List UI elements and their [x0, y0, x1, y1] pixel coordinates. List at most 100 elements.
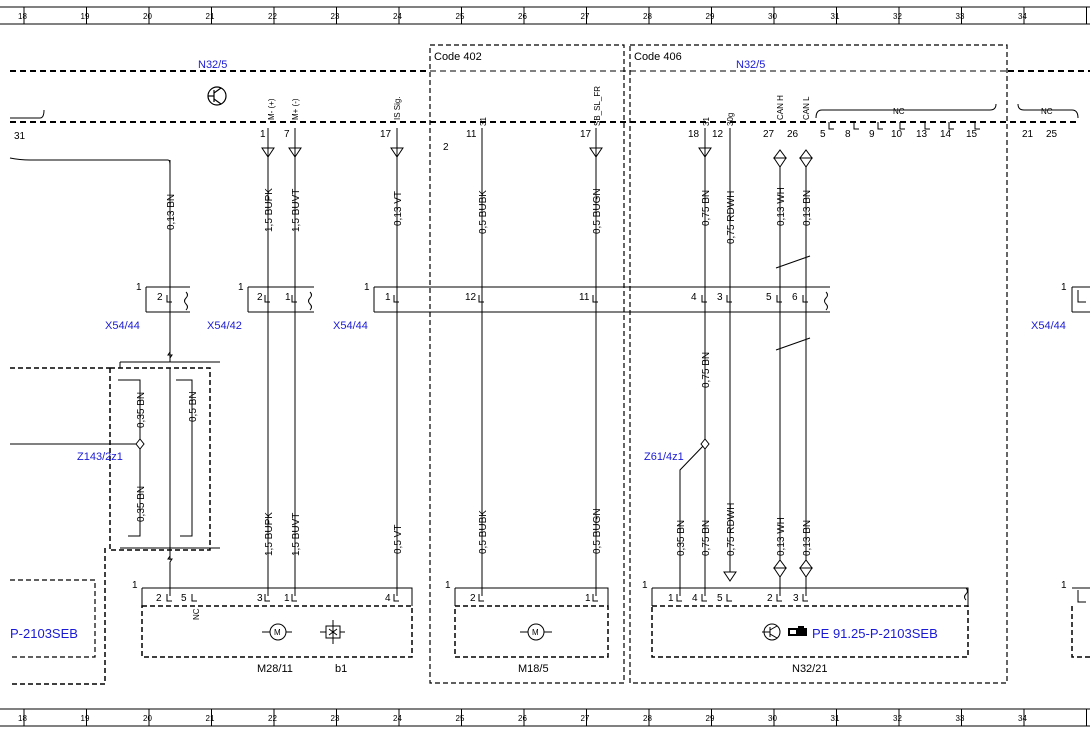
right-num: 1 — [1061, 580, 1067, 591]
svg-text:0,75 RDWH: 0,75 RDWH — [726, 191, 737, 244]
svg-text:0,5 BN: 0,5 BN — [188, 391, 199, 422]
z61-splice-icon — [700, 438, 710, 450]
grid-column-label: 31 — [831, 714, 840, 723]
svg-text:7: 7 — [284, 129, 290, 140]
top-signal-labels: M- (+) M+ (-) IS Sig. 31 SB_SL_FR 31 30g… — [267, 86, 811, 126]
n32-5-label-left: N32/5 — [198, 59, 227, 71]
left-ref-label[interactable]: P-2103SEB — [10, 626, 78, 641]
pin-mark — [853, 122, 859, 130]
grid-column-label: 28 — [643, 12, 652, 21]
svg-text:0,13 BN: 0,13 BN — [802, 190, 813, 226]
pin-mark — [924, 122, 930, 130]
c3-pin: 12 — [465, 292, 477, 303]
right-row-pin: 21 — [1022, 129, 1034, 140]
m28-pin: 1 — [284, 593, 290, 604]
grid-column-label: 30 — [768, 714, 777, 723]
svg-text:2: 2 — [443, 142, 449, 153]
top-grid-ruler — [0, 6, 1090, 25]
top-pin-numbers: 1 7 17 2 11 17 18 12 27 26 — [260, 129, 799, 153]
n32-pin: 5 — [717, 593, 723, 604]
grid-column-label: 26 — [518, 714, 527, 723]
svg-text:1,5 BUPK: 1,5 BUPK — [264, 188, 275, 232]
bottom-component-frames — [10, 579, 1090, 658]
m28-pin: 3 — [257, 593, 263, 604]
svg-text:M- (+): M- (+) — [267, 98, 276, 120]
svg-text:1: 1 — [260, 129, 266, 140]
wire-labels-lower: 0,35 BN 1,5 BUPK 1,5 BUVT 0,5 VT 0,5 BUB… — [136, 486, 813, 556]
nc-row-pin: 14 — [940, 129, 952, 140]
svg-text:0,13 WH: 0,13 WH — [776, 517, 787, 556]
x54-42-label: X54/42 — [207, 320, 242, 332]
sensor-icon-b1 — [320, 620, 345, 644]
grid-column-label: 25 — [456, 714, 465, 723]
wire-lines — [9, 128, 811, 596]
bottom-pin-marks — [166, 594, 808, 602]
b1-label: b1 — [335, 663, 347, 675]
pe-ref-link[interactable]: PE 91.25-P-2103SEB — [812, 626, 938, 641]
grid-column-label: 22 — [268, 714, 277, 723]
m18-pin: 1 — [585, 593, 591, 604]
grid-column-label: 24 — [393, 714, 402, 723]
svg-text:11: 11 — [466, 129, 477, 140]
c3-pin: 3 — [717, 292, 723, 303]
svg-text:17: 17 — [380, 129, 392, 140]
pin-mark — [899, 122, 905, 130]
grid-column-label: 20 — [143, 12, 152, 21]
c2-pin-a: 2 — [257, 292, 263, 303]
code-402-label: Code 402 — [434, 51, 482, 63]
c3-pin: 5 — [766, 292, 772, 303]
pin-mark — [828, 122, 834, 130]
n32-pin: 3 — [793, 593, 799, 604]
svg-text:31: 31 — [479, 117, 488, 126]
svg-text:M+ (-): M+ (-) — [291, 98, 300, 120]
grid-column-label: 18 — [18, 12, 27, 21]
pin-mark — [877, 122, 883, 130]
svg-text:30g: 30g — [726, 113, 735, 126]
grid-column-label: 34 — [1018, 714, 1027, 723]
svg-text:IS Sig.: IS Sig. — [393, 96, 402, 120]
grid-column-label: 22 — [268, 12, 277, 21]
grid-column-label: 30 — [768, 12, 777, 21]
m28-num: 1 — [132, 580, 138, 591]
svg-text:0,35 BN: 0,35 BN — [136, 392, 147, 428]
svg-text:1,5 BUVT: 1,5 BUVT — [291, 189, 302, 232]
svg-text:0,75 BN: 0,75 BN — [701, 190, 712, 226]
n32-pin: 1 — [668, 593, 674, 604]
motor-icon-m18: M — [520, 623, 552, 641]
c3-num: 1 — [364, 282, 370, 293]
can-bidirectional-markers-bottom — [773, 559, 813, 578]
c1-num: 1 — [136, 282, 142, 293]
pin-31-left: 31 — [14, 131, 26, 142]
svg-text:18: 18 — [688, 129, 700, 140]
z143-splice-icon — [135, 438, 145, 450]
grid-column-label: 20 — [143, 714, 152, 723]
m28-11-label: M28/11 — [257, 663, 293, 675]
nc-row-pin: 5 — [820, 129, 826, 140]
ground-triangles-top — [261, 147, 712, 158]
header-dashed-lines — [10, 70, 1090, 123]
m28-pin: 4 — [385, 593, 391, 604]
n32-pin: 2 — [767, 593, 773, 604]
nc-label-1: NC — [893, 107, 905, 116]
svg-text:1,5 BUVT: 1,5 BUVT — [291, 513, 302, 556]
grid-column-label: 29 — [706, 714, 715, 723]
svg-text:0,13 VT: 0,13 VT — [393, 191, 404, 226]
nc-small-label: NC — [192, 608, 201, 620]
code-406-box — [629, 44, 1008, 684]
grid-column-label: 21 — [206, 12, 215, 21]
svg-text:27: 27 — [763, 129, 775, 140]
c3-pin: 11 — [579, 292, 590, 303]
m18-5-label: M18/5 — [518, 663, 549, 675]
svg-text:0,5 VT: 0,5 VT — [393, 525, 404, 554]
grid-column-label: 19 — [81, 12, 90, 21]
connector-pin-marks — [166, 290, 1086, 603]
grid-column-label: 31 — [831, 12, 840, 21]
c2-pin-b: 1 — [285, 292, 291, 303]
code-406-label: Code 406 — [634, 51, 682, 63]
grid-column-label: 23 — [331, 12, 340, 21]
grid-column-label: 33 — [956, 12, 965, 21]
